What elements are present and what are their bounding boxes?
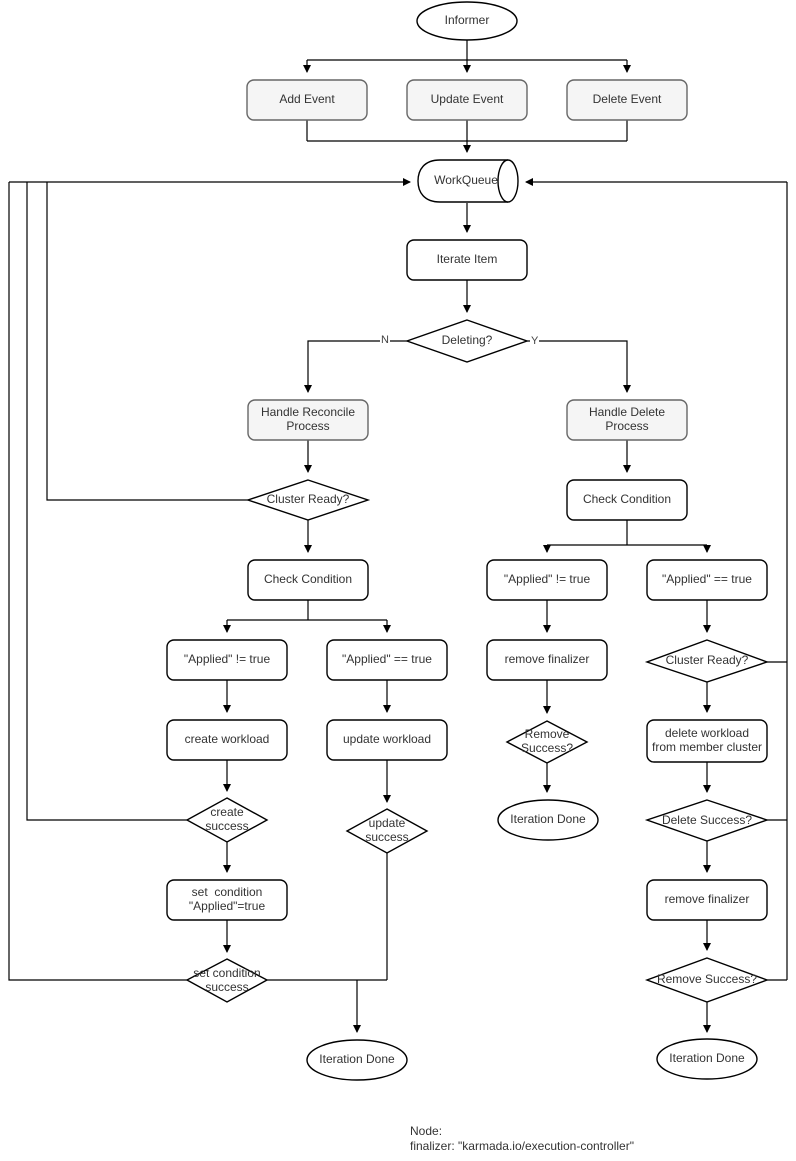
edge-checkcond-right-split	[547, 520, 707, 546]
edge-deleting-yes	[527, 340, 631, 393]
node-update-workload-shape	[326, 719, 448, 761]
node-iteration-done-left-shape	[306, 1039, 408, 1081]
node-remove-finalizer-mid-shape	[486, 639, 608, 681]
node-add-event-shape	[246, 79, 368, 121]
node-applied-ne-right-shape	[486, 559, 608, 601]
node-remove-finalizer-right-shape	[646, 879, 768, 921]
edge-checkcond-left-split	[227, 600, 387, 621]
node-cluster-ready-left-shape	[245, 479, 371, 521]
node-create-success-shape	[185, 797, 269, 843]
node-delete-success-shape	[644, 799, 770, 842]
node-check-condition-right-shape	[566, 479, 688, 521]
node-check-condition-left-shape	[247, 559, 369, 601]
node-remove-success-right-shape	[644, 957, 770, 1003]
edge-right-feedback	[767, 182, 788, 981]
edge-informer-branch	[307, 40, 627, 61]
node-delete-event-shape	[566, 79, 688, 121]
node-handle-delete-shape	[566, 399, 688, 441]
node-workqueue-shape	[417, 159, 508, 203]
node-delete-workload-shape	[646, 719, 768, 763]
node-remove-success-mid-shape	[505, 720, 589, 764]
node-applied-eq-left-shape	[326, 639, 448, 681]
edge-setcondsuccess-feedback	[8, 182, 187, 981]
node-deleting-shape	[404, 319, 530, 363]
node-workqueue-endcap	[497, 159, 519, 203]
node-update-event-shape	[406, 79, 528, 121]
node-informer-shape	[416, 1, 518, 41]
node-handle-reconcile-shape	[247, 399, 369, 441]
node-update-success-shape	[345, 808, 429, 854]
node-iterate-item-shape	[406, 239, 528, 281]
node-applied-ne-left-shape	[166, 639, 288, 681]
edge-clusterready-left-feedback	[46, 182, 248, 501]
node-applied-eq-right-shape	[646, 559, 768, 601]
node-iteration-done-right-shape	[656, 1038, 758, 1080]
node-cluster-ready-right-shape	[644, 639, 770, 683]
node-set-condition-success-shape	[185, 958, 269, 1003]
node-create-workload-shape	[166, 719, 288, 761]
edge-createsuccess-feedback	[26, 182, 187, 821]
edge-updatesuccess-join	[267, 853, 388, 981]
node-set-condition-shape	[166, 879, 288, 921]
diagram-note: Node: finalizer: "karmada.io/execution-c…	[410, 1124, 634, 1153]
edge-deleting-no	[304, 340, 407, 393]
node-iteration-done-mid-shape	[497, 799, 599, 841]
